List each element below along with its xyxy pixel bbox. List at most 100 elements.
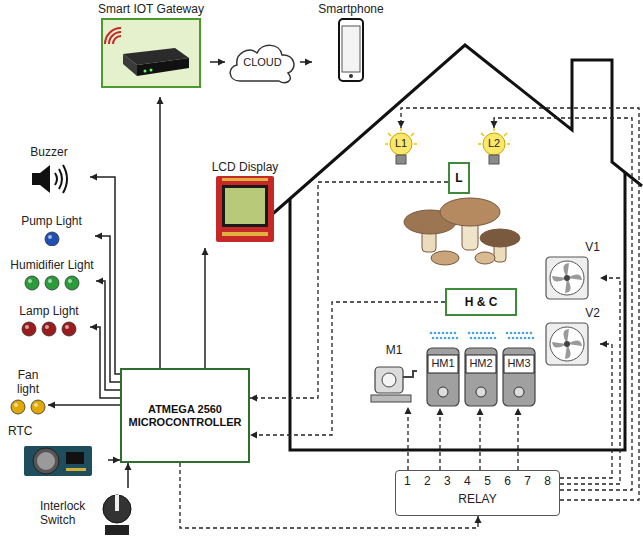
humidity-temp-sensor: H & C <box>445 288 517 316</box>
indicator-lights <box>19 320 79 338</box>
graphic-part <box>390 133 412 155</box>
graphic-part <box>68 279 72 283</box>
arrowhead <box>305 59 312 66</box>
graphic-part <box>339 19 363 81</box>
graphic-part <box>482 337 485 340</box>
connector <box>95 236 120 382</box>
gateway-icon <box>101 18 201 88</box>
graphic-part <box>216 176 274 242</box>
graphic-part <box>25 276 39 290</box>
graphic-part <box>230 45 294 82</box>
graphic-part <box>55 173 57 185</box>
connector <box>439 408 440 470</box>
indicator-lights <box>42 230 62 246</box>
graphic-part <box>222 185 268 227</box>
ventilation-fan: V1 <box>545 240 600 302</box>
graphic-part <box>518 332 521 335</box>
arrowhead <box>90 324 97 331</box>
terminal-number: 8 <box>544 474 551 488</box>
microcontroller: ATMEGA 2560 MICROCONTROLLER <box>120 368 250 463</box>
graphic-part <box>42 322 56 336</box>
node-label: V2 <box>585 306 600 320</box>
arrowhead <box>250 395 257 402</box>
graphic-part <box>490 337 493 340</box>
node-label: ATMEGA 2560 MICROCONTROLLER <box>126 403 244 429</box>
graphic-part <box>483 133 505 155</box>
node-label: L <box>455 171 462 185</box>
rtc-icon <box>22 440 94 480</box>
graphic-part <box>440 337 443 340</box>
interlock-switch: Interlock Switch <box>40 488 135 538</box>
node-label: HM3 <box>507 357 530 370</box>
graphic-part <box>489 155 499 164</box>
terminal-number: 5 <box>484 474 491 488</box>
graphic-part <box>546 323 588 365</box>
graphic-part <box>45 232 59 246</box>
light-sensor: L <box>448 162 470 194</box>
hm-icon <box>501 346 537 408</box>
terminal-number: 3 <box>444 474 451 488</box>
graphic-part <box>388 133 391 136</box>
node-label: LCD Display <box>212 160 279 174</box>
graphic-part <box>438 387 448 397</box>
humidifier: HM3 <box>501 346 537 408</box>
relay-board: 12345678RELAY <box>395 470 560 516</box>
gateway: Smart IOT Gateway <box>92 2 210 97</box>
graphic-part <box>454 332 457 335</box>
graphic-part <box>564 275 570 281</box>
cloud: CLOUD <box>225 36 300 88</box>
graphic-part <box>550 327 584 361</box>
graphic-part <box>478 143 481 145</box>
lamp-bulb: L2 <box>478 128 510 168</box>
graphic-part <box>492 332 495 335</box>
lcd-icon <box>216 176 274 242</box>
graphic-part <box>438 332 441 335</box>
graphic-part <box>442 332 445 335</box>
graphic-part <box>475 252 495 264</box>
graphic-part <box>411 133 414 136</box>
arrowhead <box>202 248 209 255</box>
graphic-part <box>65 276 79 290</box>
graphic-part <box>468 332 471 335</box>
graphic-part <box>66 452 84 464</box>
node-label: RTC <box>8 424 32 438</box>
graphic-part <box>40 165 50 193</box>
node-label: Humidifier Light <box>10 258 93 272</box>
arrowhead <box>96 278 103 285</box>
relay-terminals: 12345678 <box>404 474 551 488</box>
pump-light: Pump Light <box>8 214 95 246</box>
graphic-part <box>268 45 642 450</box>
node-label: Fan light <box>8 368 48 396</box>
graphic-part <box>28 279 32 283</box>
graphic-part <box>113 36 121 44</box>
graphic-part <box>62 322 76 336</box>
graphic-part <box>150 69 153 72</box>
graphic-part <box>484 332 487 335</box>
graphic-part <box>403 371 417 377</box>
graphic-part <box>48 279 52 283</box>
graphic-part <box>14 403 18 407</box>
mushrooms <box>404 198 520 265</box>
graphic-part <box>414 143 417 145</box>
graphic-part <box>45 325 49 329</box>
graphic-part <box>481 133 484 136</box>
node-label: CLOUD <box>243 56 282 69</box>
node-label: RELAY <box>404 492 551 506</box>
graphic-part <box>564 341 570 347</box>
arrowhead <box>125 463 132 470</box>
graphic-part <box>24 446 92 476</box>
terminal-number: 6 <box>504 474 511 488</box>
arrowhead <box>475 516 482 523</box>
graphic-part <box>102 19 200 87</box>
node-label: Pump Light <box>21 214 82 228</box>
graphic-part <box>478 337 481 340</box>
graphic-part <box>430 332 433 335</box>
lamp-light: Lamp Light <box>8 304 90 340</box>
node-label: HM2 <box>469 357 492 370</box>
graphic-part <box>528 337 531 340</box>
connector <box>407 407 408 470</box>
graphic-part <box>349 74 353 78</box>
connector <box>479 408 480 470</box>
lcd-display: LCD Display <box>195 160 295 248</box>
arrowhead <box>398 121 405 128</box>
